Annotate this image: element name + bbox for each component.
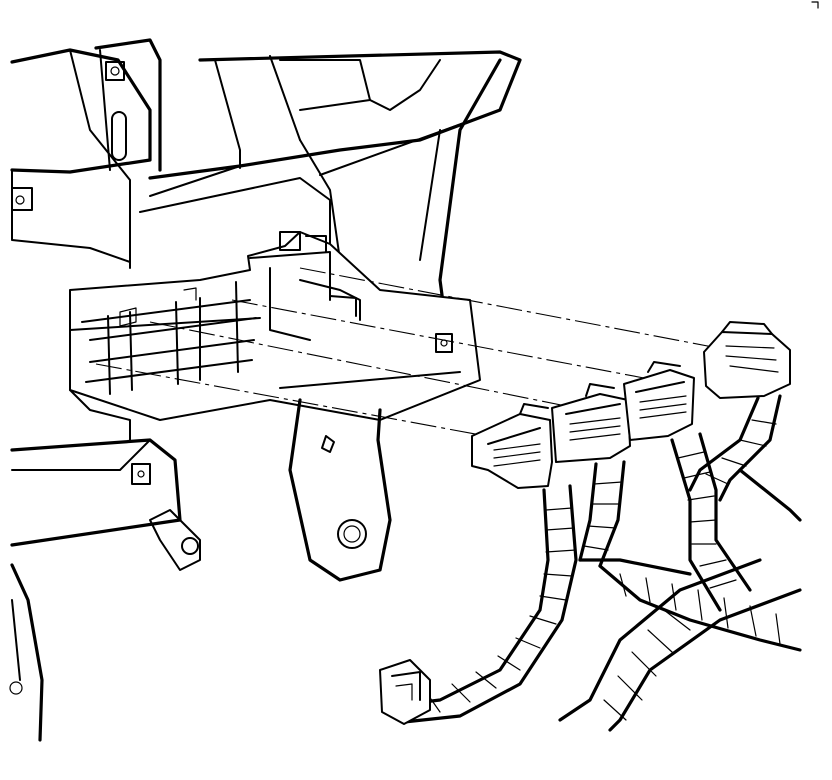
connector-c4 (703, 321, 791, 399)
alignment-leader-lines (95, 267, 719, 437)
connector-c3 (623, 361, 695, 441)
wiring-harness (379, 394, 802, 732)
instrument-panel-carrier (9, 38, 522, 742)
connector-c1 (471, 403, 553, 489)
connector-c2 (551, 383, 631, 463)
corner-mark (811, 1, 819, 9)
